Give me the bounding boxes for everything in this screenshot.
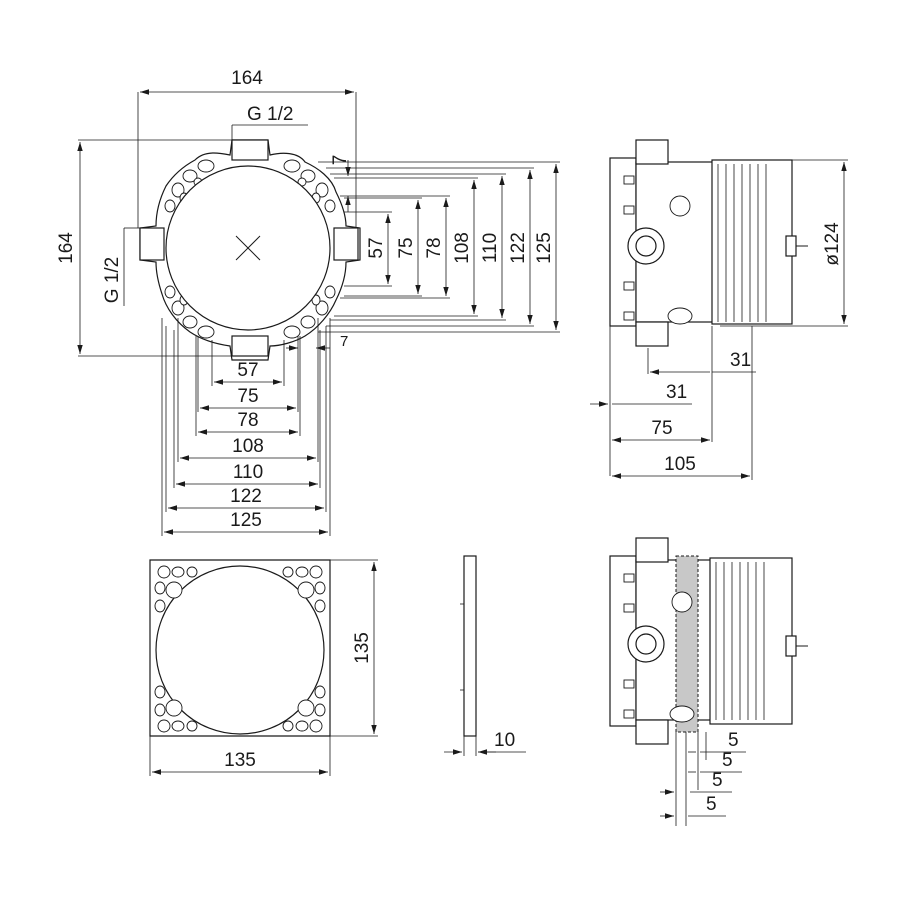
dim-side-75: 75 xyxy=(651,418,672,439)
front-bottom-connector xyxy=(231,335,269,357)
dim-v-125: 125 xyxy=(534,232,555,264)
side-plate-threads xyxy=(715,562,765,720)
dim-plate-width-135: 135 xyxy=(224,750,256,771)
dim-plate-height-135: 135 xyxy=(352,632,373,664)
connection-top-label: G 1/2 xyxy=(247,104,293,125)
side-view: ø124 31 31 75 105 xyxy=(590,139,848,480)
dim-h-125: 125 xyxy=(230,510,262,531)
front-plate-holes xyxy=(164,159,336,339)
front-top-connector xyxy=(231,139,269,161)
dim-v-122: 122 xyxy=(508,232,529,264)
dim-diameter-124: ø124 xyxy=(822,222,843,266)
dim-v-75: 75 xyxy=(396,237,417,258)
dim-v-110: 110 xyxy=(480,233,501,263)
dim-h-122: 122 xyxy=(230,486,262,507)
plate-section xyxy=(675,555,699,733)
dim-5-b: 5 xyxy=(722,750,733,771)
dim-h-78: 78 xyxy=(237,410,258,431)
dim-offset-7-top: 7 xyxy=(330,155,351,166)
dim-v-108: 108 xyxy=(452,232,473,264)
dim-5-a: 5 xyxy=(728,730,739,751)
front-view: 164 G 1/2 164 G 1/2 125 122 110 xyxy=(56,68,560,536)
side-view-threads xyxy=(717,164,767,322)
dim-offset-7-bottom: 7 xyxy=(340,333,348,350)
edge-view: 10 xyxy=(444,555,526,756)
center-cross-icon xyxy=(235,235,261,261)
plate-holes xyxy=(154,565,326,733)
dim-h-57: 57 xyxy=(237,360,258,381)
front-vertical-dimensions: 125 122 110 108 78 75 57 xyxy=(318,155,560,333)
dim-v-57: 57 xyxy=(366,237,387,258)
dim-h-110: 110 xyxy=(233,462,263,483)
plate-main-circle xyxy=(155,565,325,735)
dim-v-78: 78 xyxy=(424,237,445,258)
dim-side-31-lower: 31 xyxy=(666,382,687,403)
dim-top-164: 164 xyxy=(231,68,263,89)
front-left-connector xyxy=(139,227,165,261)
dim-side-105: 105 xyxy=(664,454,696,475)
plate-edge xyxy=(463,555,477,737)
front-horizontal-dimensions: 57 75 78 108 110 122 125 xyxy=(161,318,348,536)
dim-h-75: 75 xyxy=(237,386,258,407)
front-right-connector xyxy=(333,227,359,261)
dim-side-31-upper: 31 xyxy=(730,350,751,371)
dim-edge-10: 10 xyxy=(494,730,515,751)
connection-left-label: G 1/2 xyxy=(102,257,123,303)
dim-5-d: 5 xyxy=(706,794,717,815)
dim-5-c: 5 xyxy=(712,770,723,791)
dim-h-108: 108 xyxy=(232,436,264,457)
side-plate-view: 5 5 5 5 xyxy=(609,537,808,826)
plate-view: 135 135 xyxy=(149,559,378,776)
dim-left-164: 164 xyxy=(56,232,77,264)
